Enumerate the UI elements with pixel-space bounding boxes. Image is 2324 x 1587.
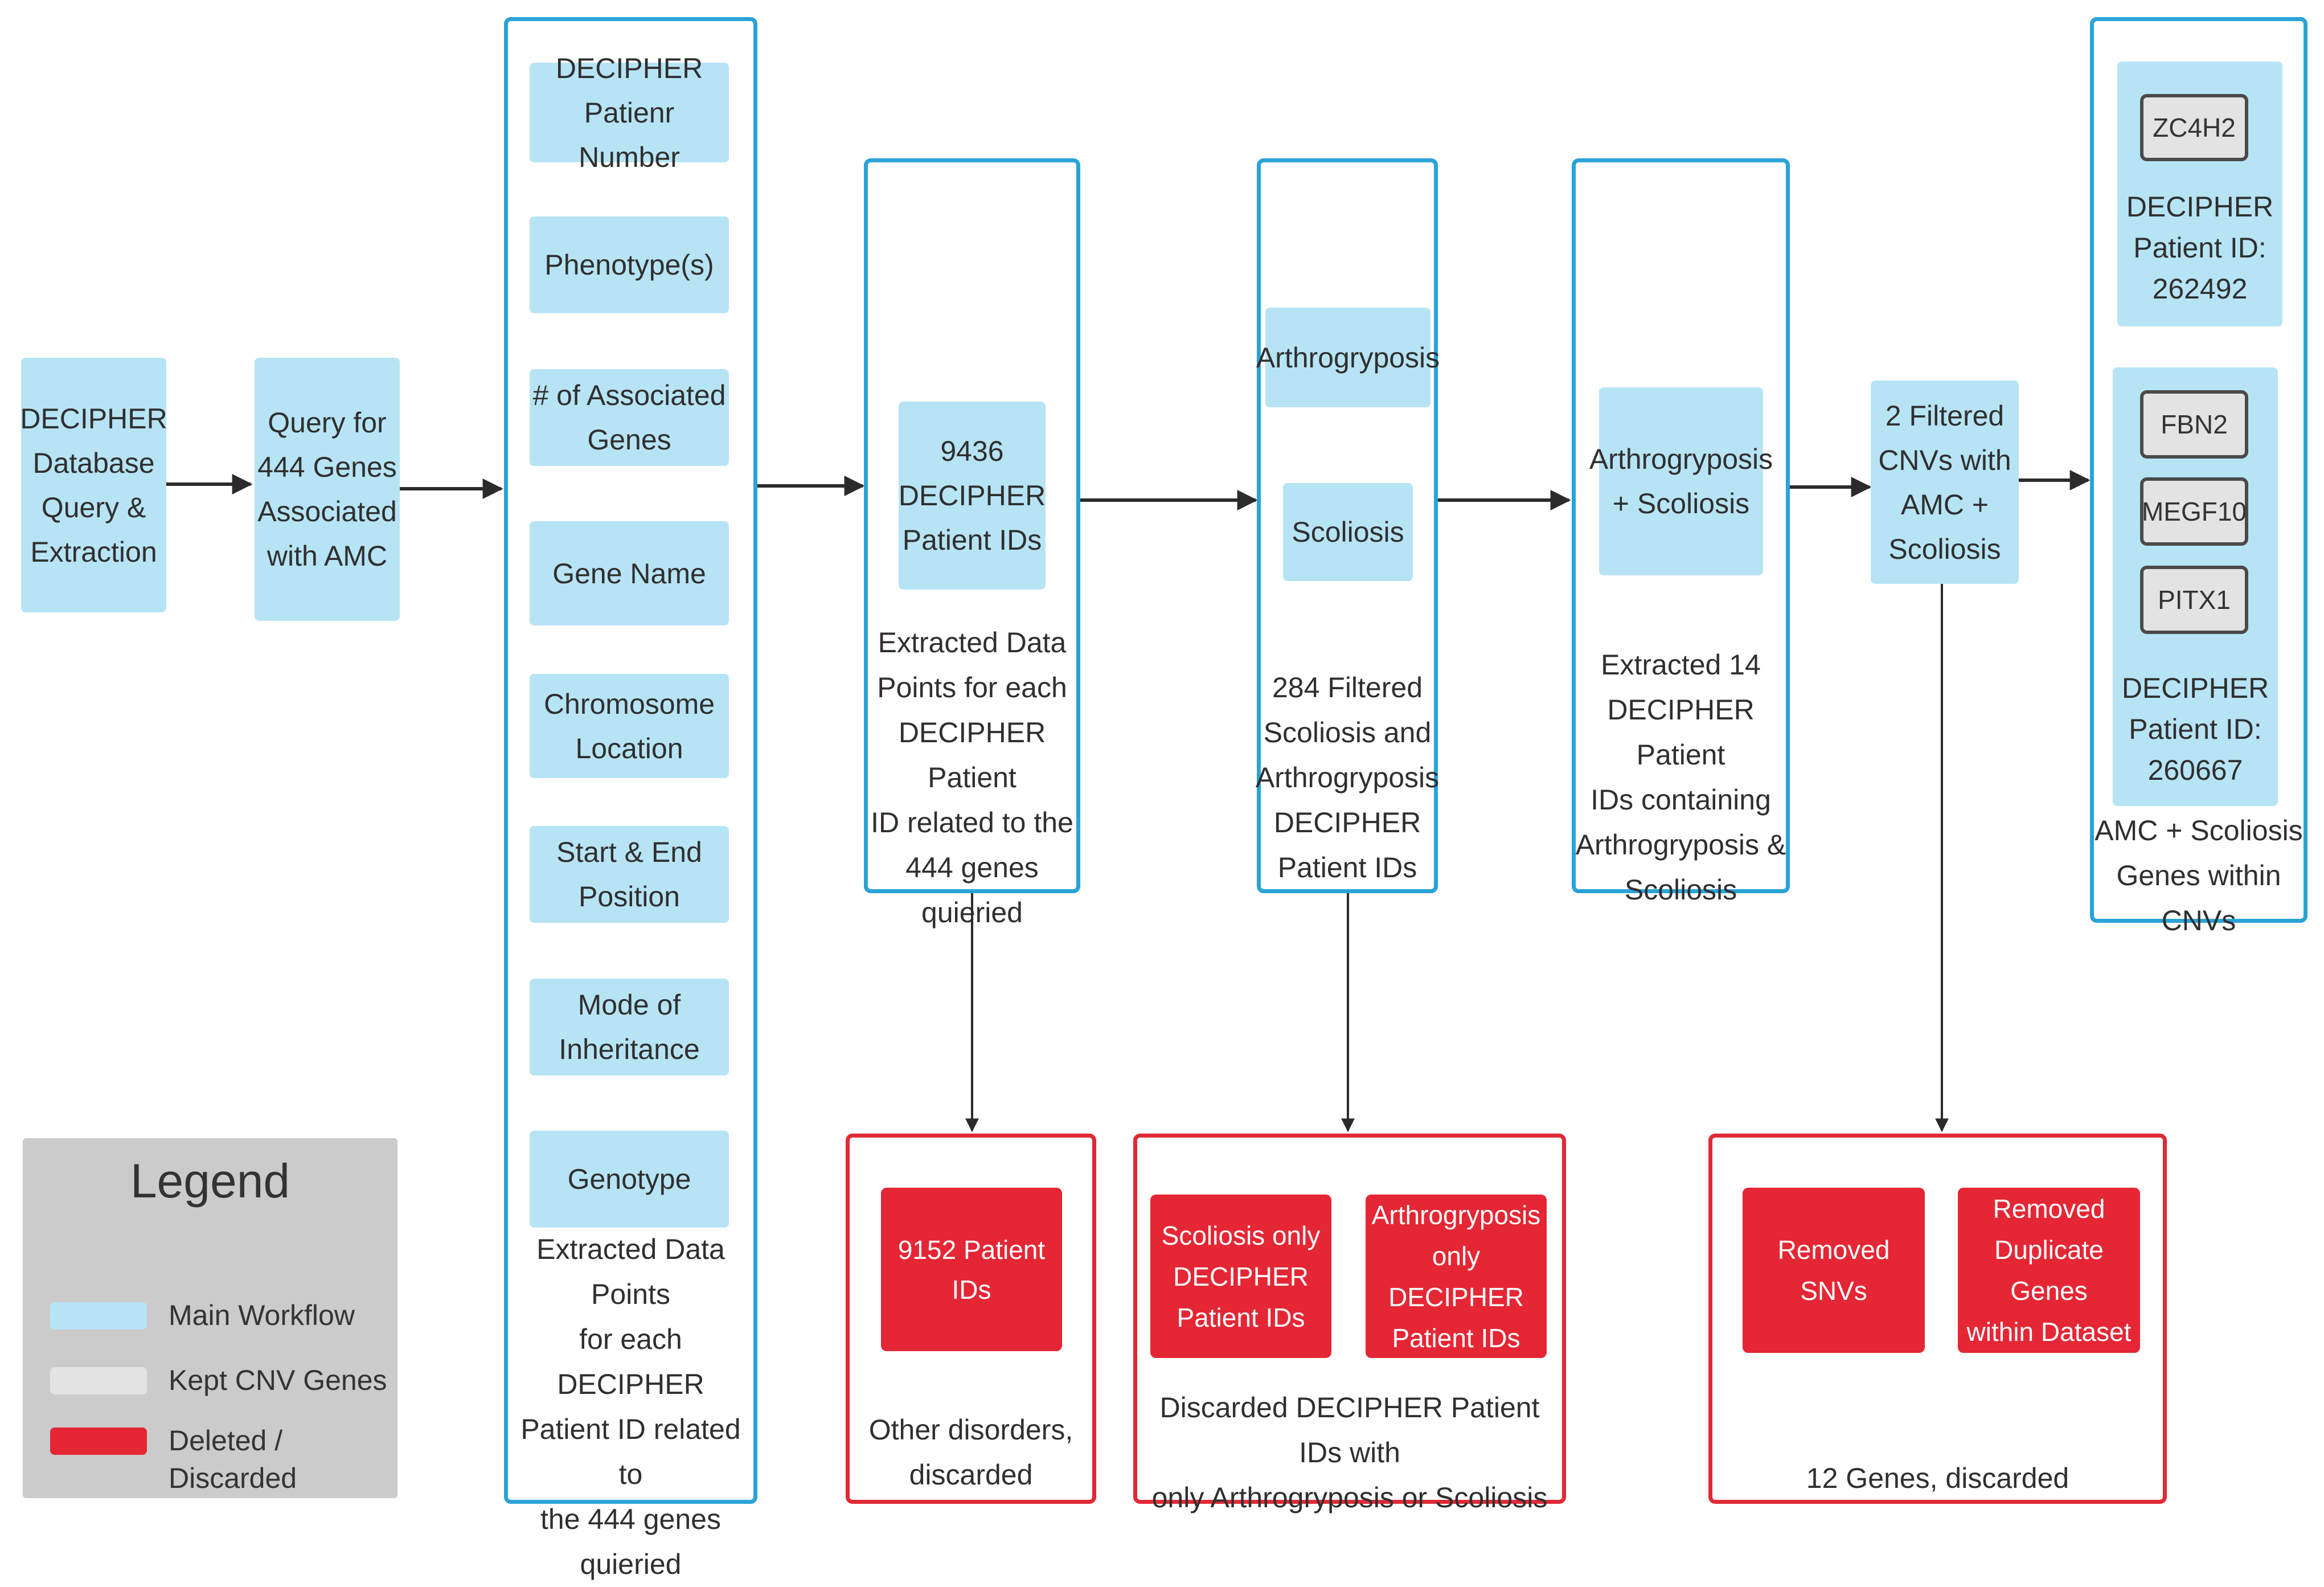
legend: Legend Main Workflow Kept CNV Genes Dele…: [23, 1138, 397, 1498]
legend-swatch-main: [50, 1302, 147, 1330]
connector-layer: [166, 470, 2091, 1132]
datapoint-start-end-position: Start & End Position: [530, 826, 729, 923]
combo-frame: [1572, 158, 1790, 893]
datapoint-mode-of-inheritance: Mode of Inheritance: [530, 979, 729, 1075]
patients-count-box: 9436 DECIPHER Patient IDs: [899, 402, 1046, 590]
discard-single-frame: [1133, 1134, 1566, 1504]
datapoint-chromosome-location: Chromosome Location: [530, 674, 729, 778]
datapoint-patient-number: DECIPHER Patienr Number: [530, 52, 729, 173]
result-frame: [2090, 17, 2307, 923]
combo-caption: Extracted 14 DECIPHER Patient IDs contai…: [1575, 649, 1786, 906]
legend-label-deleted: Deleted / Discarded: [169, 1425, 297, 1494]
datapoint-genotype: Genotype: [530, 1131, 729, 1228]
discard-other-frame: [846, 1134, 1096, 1504]
gene-chip-megf10: MEGF10: [2140, 477, 2248, 546]
filter-caption: 284 Filtered Scoliosis and Arthrogryposi…: [1255, 671, 1440, 884]
datapoints-frame: [504, 17, 757, 1504]
discard-removed-snvs: Removed SNVs: [1743, 1188, 1925, 1353]
legend-swatch-deleted: [50, 1428, 147, 1455]
legend-label-main: Main Workflow: [169, 1299, 355, 1331]
discard-other-caption: Other disorders, discarded: [868, 1414, 1073, 1491]
combo-box: Arthrogryposis + Scoliosis: [1589, 387, 1773, 575]
filter-frame: [1257, 158, 1438, 893]
gene-chip-zc4h2: ZC4H2: [2140, 94, 2248, 161]
legend-label-kept: Kept CNV Genes: [169, 1364, 387, 1396]
datapoint-phenotype: Phenotype(s): [530, 216, 729, 313]
filter-scoliosis: Scoliosis: [1283, 483, 1413, 581]
discard-duplicate-genes: Removed Duplicate Genes within Dataset: [1958, 1188, 2140, 1353]
discard-scoliosis-only: Scoliosis only DECIPHER Patient IDs: [1150, 1195, 1331, 1358]
legend-swatch-kept: [50, 1367, 147, 1394]
cnvs-box: 2 Filtered CNVs with AMC + Scoliosis: [1871, 381, 2019, 584]
gene-chip-pitx1: PITX1: [2140, 566, 2248, 634]
discard-genes-frame: [1708, 1134, 2167, 1504]
result-patient-id-260667: DECIPHER Patient ID: 260667: [2121, 672, 2269, 786]
result-patient-id-262492: DECIPHER Patient ID: 262492: [2126, 191, 2274, 305]
discard-arthrogryposis-only: Arthrogryposis only DECIPHER Patient IDs: [1366, 1195, 1547, 1358]
discard-genes-caption: 12 Genes, discarded: [1806, 1462, 2069, 1494]
filter-arthrogryposis: Arthrogryposis: [1256, 308, 1440, 407]
step-gene-query: Query for 444 Genes Associated with AMC: [255, 358, 400, 621]
discard-single-caption: Discarded DECIPHER Patient IDs with only…: [1151, 1391, 1548, 1514]
datapoints-caption: Extracted Data Points for each DECIPHER …: [520, 1233, 741, 1580]
datapoint-gene-name: Gene Name: [530, 521, 729, 625]
discard-other-box: 9152 Patient IDs: [881, 1188, 1062, 1351]
patients-frame: [864, 158, 1080, 893]
gene-chip-fbn2: FBN2: [2140, 390, 2248, 459]
result-caption: AMC + Scoliosis Genes within CNVs: [2095, 815, 2303, 936]
legend-title: Legend: [130, 1154, 290, 1208]
datapoint-associated-genes: # of Associated Genes: [530, 369, 729, 466]
patients-caption: Extracted Data Points for each DECIPHER …: [871, 626, 1073, 929]
step-database-query: DECIPHER Database Query & Extraction: [20, 358, 167, 612]
